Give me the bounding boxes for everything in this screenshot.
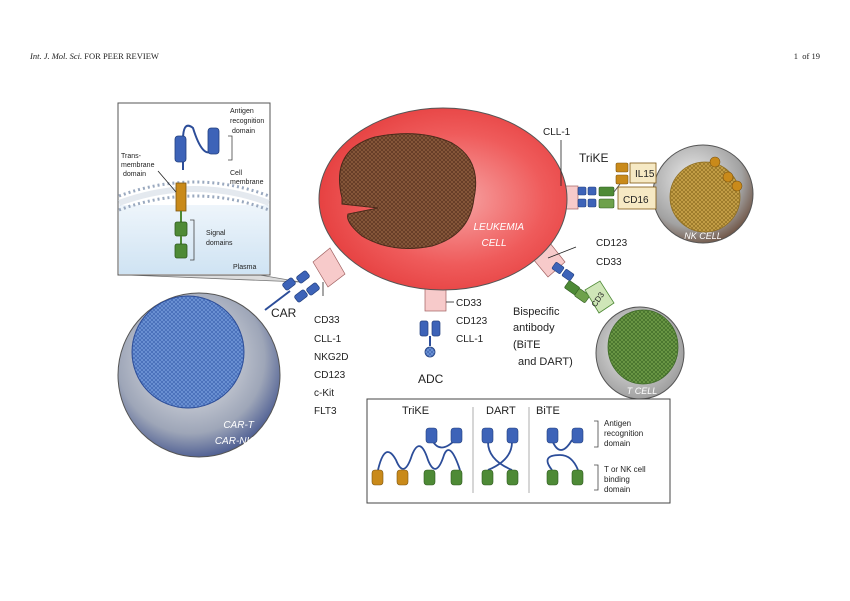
trike-vh-2 bbox=[587, 186, 597, 196]
trike-vh-1 bbox=[577, 186, 587, 196]
car-receptor-stem bbox=[264, 290, 291, 311]
trike-il15-linker bbox=[613, 183, 621, 193]
bispecific-label: Bispecific antibody (BiTE and DART) bbox=[513, 306, 573, 368]
trike-il15-1 bbox=[615, 162, 629, 173]
il15-receptor-box bbox=[629, 162, 657, 184]
car-linker bbox=[182, 124, 214, 170]
nk-cell-label: NK CELL bbox=[684, 231, 722, 241]
scfv-heavy bbox=[174, 135, 187, 163]
format-legend: TriKE DART BiTE bbox=[366, 398, 671, 504]
trike-label: TriKE bbox=[579, 151, 609, 165]
scfv-light bbox=[207, 127, 220, 155]
cll1-top-label: CLL-1 bbox=[543, 127, 571, 138]
total-pages: 19 bbox=[811, 51, 821, 61]
cd16-receptor-box bbox=[617, 186, 657, 210]
il15-label: IL15 bbox=[635, 169, 655, 180]
membrane-core bbox=[117, 186, 271, 206]
leukemia-cell: LEUKEMIA CELL bbox=[312, 107, 579, 312]
cd16-label: CD16 bbox=[623, 195, 649, 206]
trike-vl-2 bbox=[587, 198, 597, 208]
car-inset: Antigen recognition domain Trans- membra… bbox=[117, 102, 301, 283]
legend-dart-title: DART bbox=[486, 405, 516, 417]
review-note: FOR PEER REVIEW bbox=[84, 51, 159, 61]
bispecific-cd3-binder-2 bbox=[574, 288, 590, 303]
car-domain-2 bbox=[294, 289, 308, 303]
car-target-list: CD33 CLL-1 NKG2D CD123 c-Kit FLT3 bbox=[314, 315, 351, 417]
car-domain-1 bbox=[282, 277, 296, 291]
legend-dart-glyph bbox=[481, 427, 519, 486]
page-counter: 1 of 19 bbox=[794, 51, 820, 61]
legend-trike-title: TriKE bbox=[402, 405, 429, 417]
legend-binding-bracket bbox=[594, 464, 599, 491]
trike-cd16-binder-1 bbox=[598, 186, 615, 197]
adc-label: ADC bbox=[418, 372, 444, 386]
legend-frame bbox=[366, 398, 671, 504]
legend-trike-glyph bbox=[371, 427, 463, 486]
car-cell: CAR-T CAR-NK CAR CD33 CLL-1 NKG2D CD123 … bbox=[117, 270, 351, 458]
leukemia-cell-label: LEUKEMIA CELL bbox=[474, 222, 527, 249]
trike-vl-1 bbox=[577, 198, 587, 208]
adc-arm-right bbox=[431, 320, 441, 337]
adc-target-list: CD33 CD123 CLL-1 bbox=[456, 298, 490, 345]
car-cell-nucleus bbox=[131, 295, 245, 409]
car-cell-label: CAR-T CAR-NK bbox=[215, 420, 257, 447]
trike-cd16-binder-2 bbox=[598, 198, 615, 209]
nk-granule-3 bbox=[731, 180, 743, 192]
membrane-top bbox=[118, 180, 270, 198]
antigen-bracket bbox=[228, 135, 233, 161]
callout-wedge bbox=[127, 274, 301, 283]
bispecific-t: CD123 CD33 CD3 Bispecific antibody (BiTE… bbox=[513, 238, 685, 400]
bispecific-vh-2 bbox=[561, 269, 575, 281]
journal-name: Int. J. Mol. Sci. bbox=[30, 51, 83, 61]
inset-transmembrane-label: Trans- membrane domain bbox=[121, 153, 156, 178]
inset-membrane-label: Cell membrane bbox=[230, 170, 264, 186]
legend-bite-glyph bbox=[546, 427, 584, 486]
transmembrane-domain bbox=[175, 182, 187, 212]
running-header: Int. J. Mol. Sci. FOR PEER REVIEW bbox=[30, 51, 159, 61]
legend-antigen-bracket bbox=[594, 420, 599, 448]
cd3-receptor-box bbox=[584, 280, 615, 314]
nk-granule-2 bbox=[722, 171, 734, 183]
car-domain-4 bbox=[306, 282, 320, 296]
nk-granule-1 bbox=[709, 156, 721, 168]
inset-plasma-label: Plasma bbox=[233, 264, 256, 271]
bispecific-target-pointer bbox=[547, 246, 577, 259]
legend-antigen-label: Antigen recognition domain bbox=[604, 419, 645, 448]
inset-signal-label: Signal domains bbox=[206, 230, 233, 247]
bispecific-vh-1 bbox=[551, 262, 565, 274]
adc: ADC CD33 CD123 CLL-1 bbox=[418, 298, 490, 386]
of-label: of bbox=[802, 51, 810, 61]
inset-antigen-label: Antigen recognition domain bbox=[230, 108, 266, 135]
signal-domain-2 bbox=[174, 243, 188, 259]
legend-binding-label: T or NK cell binding domain bbox=[604, 465, 648, 494]
car-label: CAR bbox=[271, 306, 297, 320]
adc-payload bbox=[424, 346, 436, 358]
membrane-bottom bbox=[118, 194, 270, 212]
signal-domain-1 bbox=[174, 221, 188, 237]
page-number: 1 bbox=[793, 51, 799, 61]
car-domain-3 bbox=[296, 270, 310, 284]
leukemia-nucleus bbox=[338, 133, 477, 249]
trike-il15-2 bbox=[615, 174, 629, 185]
signal-bracket bbox=[190, 219, 195, 261]
car-target-stalk bbox=[312, 247, 346, 288]
t-cell-label: T CELL bbox=[627, 386, 658, 396]
trike-nk: CLL-1 TriKE NK CELL IL15 CD16 bbox=[543, 127, 754, 244]
legend-bite-title: BiTE bbox=[536, 405, 560, 417]
nk-cell-nucleus bbox=[669, 161, 741, 233]
bispecific-target-list: CD123 CD33 bbox=[596, 238, 630, 268]
adc-arm-left bbox=[419, 320, 429, 337]
tm-pointer bbox=[157, 170, 177, 193]
t-cell-nucleus bbox=[607, 309, 679, 385]
